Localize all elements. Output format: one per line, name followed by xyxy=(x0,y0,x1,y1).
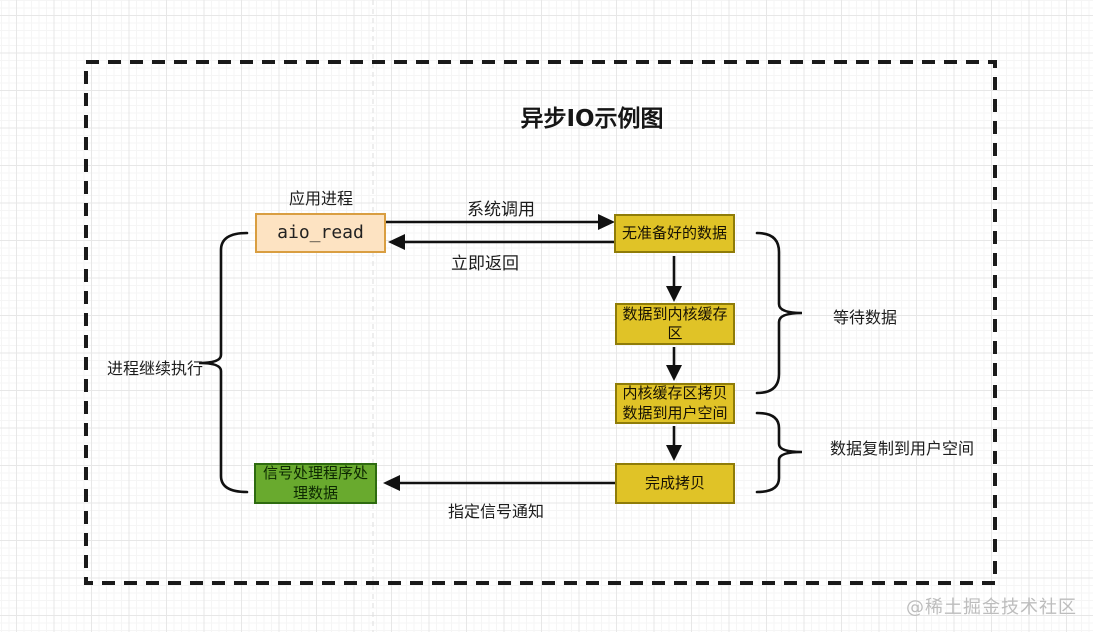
arrow-system-call xyxy=(386,214,615,230)
node-data-not-ready: 无准备好的数据 xyxy=(614,214,735,253)
label-process-continues: 进程继续执行 xyxy=(107,359,204,378)
watermark: @稀土掘金技术社区 xyxy=(906,597,1077,618)
label-application-process: 应用进程 xyxy=(288,189,353,208)
arrow-to-kernel-copy xyxy=(666,347,682,381)
brace-copy-to-user-space xyxy=(755,411,803,494)
arrow-signal-notify xyxy=(383,475,615,491)
brace-process-continues xyxy=(198,231,249,494)
brace-wait-data xyxy=(755,231,803,395)
label-signal-notify: 指定信号通知 xyxy=(447,502,544,521)
node-aio-read: aio_read xyxy=(255,213,386,253)
node-kernel-copy-to-user: 内核缓存区拷贝数据到用户空间 xyxy=(615,383,735,424)
dashed-frame xyxy=(84,60,997,585)
node-data-to-kernel-buffer: 数据到内核缓存区 xyxy=(615,303,735,345)
label-system-call: 系统调用 xyxy=(467,200,535,220)
node-copy-complete: 完成拷贝 xyxy=(615,463,735,504)
label-wait-data: 等待数据 xyxy=(833,308,898,327)
arrow-immediate-return xyxy=(388,234,614,250)
label-immediate-return: 立即返回 xyxy=(451,254,519,274)
arrow-to-copy-complete xyxy=(666,426,682,461)
diagram-title: 异步IO示例图 xyxy=(520,106,664,132)
label-copy-to-user-space: 数据复制到用户空间 xyxy=(830,439,975,458)
node-signal-handler: 信号处理程序处理数据 xyxy=(254,463,377,504)
arrow-to-kernel-buffer xyxy=(666,256,682,302)
